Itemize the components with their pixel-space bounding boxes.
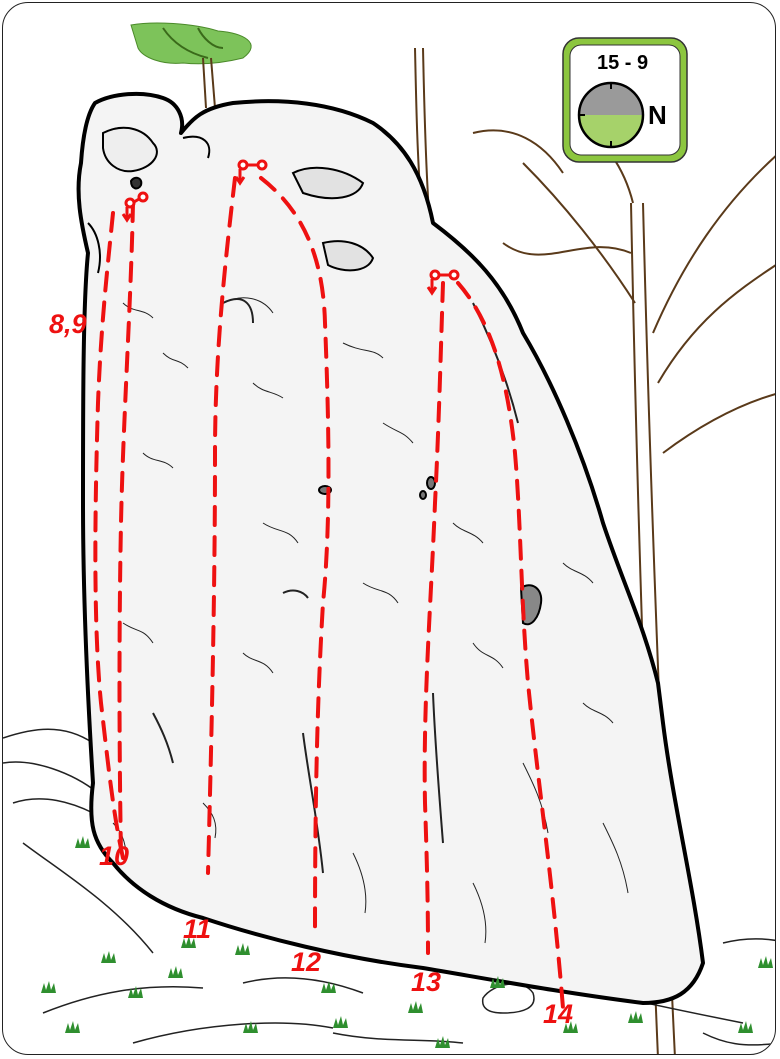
compass-sector-label: 15 - 9 [597, 52, 648, 74]
topo-drawing: 8,9 10 11 12 13 14 15 - 9 N [3, 3, 776, 1055]
route-label-13: 13 [411, 967, 441, 997]
route-label-10: 10 [99, 841, 129, 871]
route-label-8-9: 8,9 [49, 309, 87, 339]
route-label-12: 12 [291, 947, 321, 977]
compass-north-label: N [648, 100, 667, 130]
route-label-11: 11 [183, 914, 211, 944]
compass-badge: 15 - 9 N [563, 38, 687, 162]
route-label-14: 14 [543, 999, 573, 1029]
rock-face [79, 94, 703, 1003]
compass-dial-icon [579, 83, 643, 147]
